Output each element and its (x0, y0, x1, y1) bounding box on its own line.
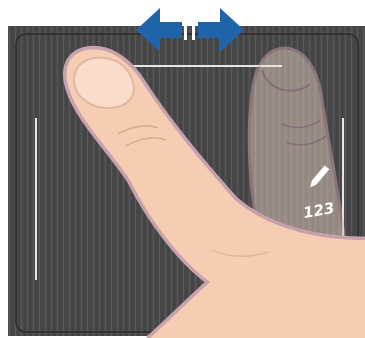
touch-gesture-illustration: 123 (0, 0, 365, 338)
